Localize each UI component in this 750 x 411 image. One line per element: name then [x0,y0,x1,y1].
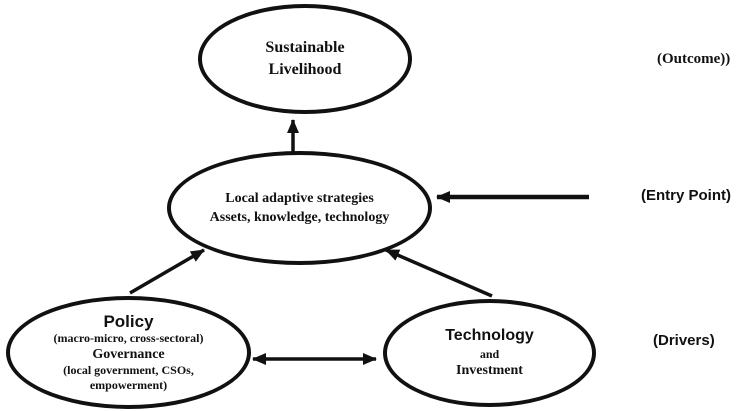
side-label-entry-point: (Entry Point) [641,187,731,204]
node-text-line: Livelihood [268,61,342,78]
node-sustainable-livelihood: Sustainable Livelihood [198,4,412,114]
arrow-policy-to-strategies [129,248,205,295]
arrow-technology-to-strategies [385,248,493,298]
side-label-outcome: (Outcome)) [657,51,731,67]
node-text-line: Policy [103,312,154,331]
node-text-line: Governance [92,347,165,362]
node-text-line: Assets, knowledge, technology [209,210,390,225]
node-technology-investment: Technology and Investment [383,299,596,407]
node-text-line: Technology [445,327,534,344]
node-text-line: Investment [456,363,523,378]
node-text-line: and [479,347,500,361]
side-label-drivers: (Drivers) [653,332,715,349]
node-text-line: (local government, CSOs, [63,363,194,377]
node-text-line: (macro-micro, cross-sectoral) [53,331,204,345]
node-text-line: Sustainable [265,39,345,56]
node-policy-governance: Policy (macro-micro, cross-sectoral) Gov… [6,296,251,409]
node-text-line: Local adaptive strategies [225,191,374,206]
node-local-adaptive-strategies: Local adaptive strategies Assets, knowle… [167,151,432,265]
node-text-line: empowerment) [89,378,168,392]
